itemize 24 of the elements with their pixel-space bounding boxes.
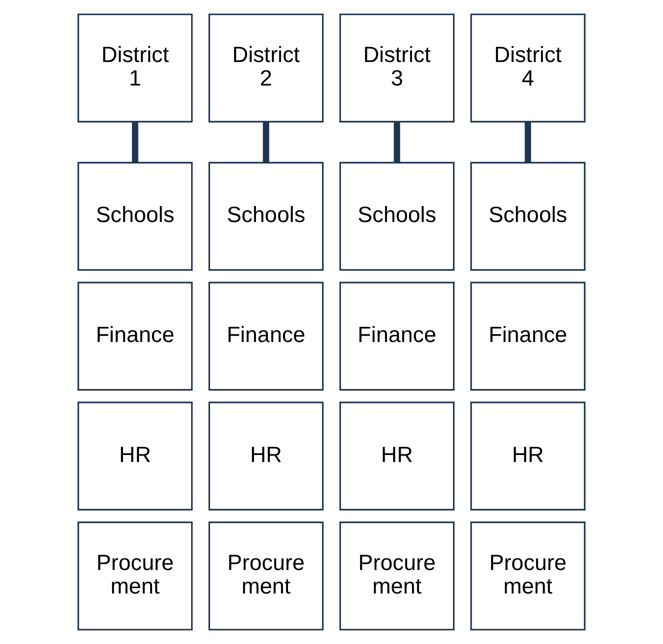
node-box: HR	[78, 402, 193, 511]
node-box: HR	[339, 402, 455, 511]
node-box: Finance	[339, 282, 455, 391]
connector	[394, 122, 400, 162]
connector	[524, 122, 532, 162]
node-box: District 2	[208, 14, 324, 122]
node-box: District 4	[470, 14, 586, 122]
node-box: HR	[208, 402, 324, 511]
connector	[132, 122, 138, 162]
node-box: Schools	[78, 162, 193, 271]
node-box: Schools	[470, 162, 586, 271]
node-box: Procure ment	[470, 522, 586, 630]
connector	[262, 122, 270, 162]
node-box: District 1	[78, 14, 193, 122]
node-box: Procure ment	[208, 522, 324, 630]
node-box: District 3	[339, 14, 455, 122]
node-box: Procure ment	[339, 522, 455, 630]
node-box: Procure ment	[78, 522, 193, 630]
node-box: Schools	[208, 162, 324, 271]
node-box: Finance	[470, 282, 586, 391]
node-box: Finance	[78, 282, 193, 391]
node-box: Schools	[339, 162, 455, 271]
node-box: Finance	[208, 282, 324, 391]
node-box: HR	[470, 402, 586, 511]
